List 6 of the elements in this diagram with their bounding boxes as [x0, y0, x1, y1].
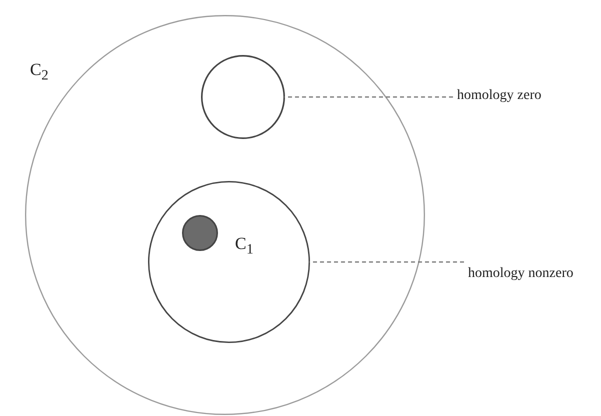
circle-label: C$_{2}$ [30, 60, 48, 84]
annotation-text: homology zero [457, 88, 542, 104]
circle-label: C$_{1}$ [235, 234, 254, 258]
annotation-text: homology nonzero [468, 266, 574, 282]
leader-line [284, 96, 453, 98]
leader-line [309, 261, 464, 263]
